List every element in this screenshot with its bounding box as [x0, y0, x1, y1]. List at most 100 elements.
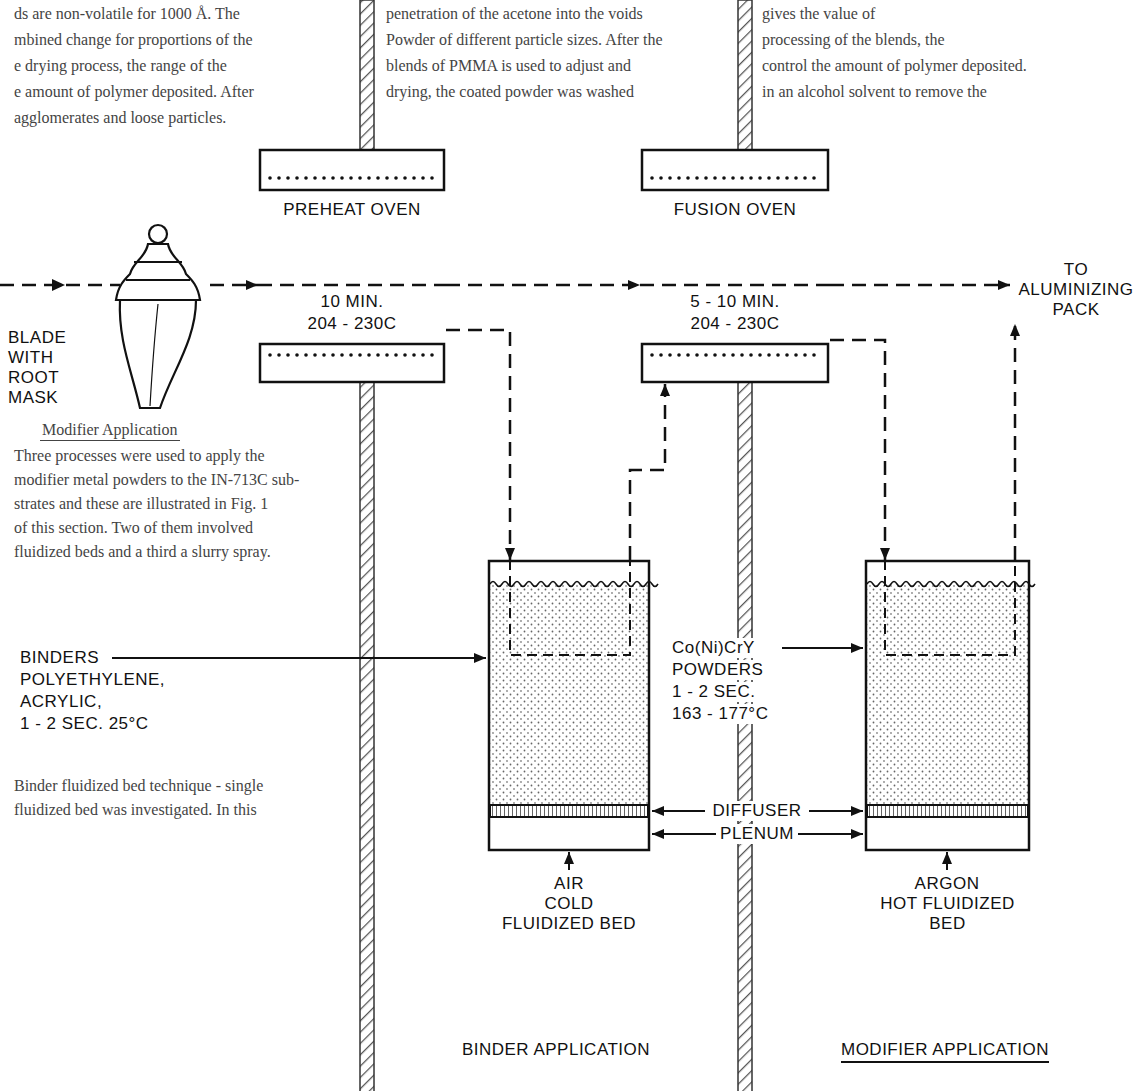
- destination-label: TO ALUMINIZING PACK: [1010, 258, 1142, 324]
- callout-label: ARGON: [915, 874, 980, 894]
- oven-outline: [640, 148, 830, 384]
- body-text: processing of the blends, the: [760, 30, 947, 50]
- label-holder: BINDER APPLICATION: [462, 1040, 650, 1060]
- label-holder: ACRYLIC,: [20, 692, 102, 712]
- label-holder: fluidized beds and a third a slurry spra…: [12, 542, 273, 562]
- callout-label: AIR: [554, 874, 584, 894]
- label-holder: POWDERS: [670, 660, 765, 680]
- body-text: fluidized bed was investigated. In this: [12, 800, 259, 820]
- body-text: mbined change for proportions of the: [12, 30, 255, 50]
- label-holder: PLENUM: [718, 824, 796, 844]
- node-label: BLADE WITH ROOT MASK: [8, 328, 66, 408]
- flow-arrowhead: [52, 279, 65, 291]
- body-text: e drying process, the range of the: [12, 56, 229, 76]
- label-holder: ds are non-volatile for 1000 Å. The: [12, 4, 242, 24]
- body-text: penetration of the acetone into the void…: [384, 4, 645, 24]
- body-text: agglomerates and loose particles.: [12, 108, 228, 128]
- label-holder: blends of PMMA is used to adjust and: [384, 56, 633, 76]
- callout-label: DIFFUSER: [711, 801, 804, 821]
- body-text: control the amount of polymer deposited.: [760, 56, 1029, 76]
- text-holder: 204 - 230C: [258, 314, 446, 334]
- callout-label: PLENUM: [718, 824, 796, 844]
- process-connector: [830, 284, 1010, 287]
- body-text: Three processes were used to apply the: [12, 446, 267, 466]
- callout-label: POWDERS: [670, 660, 765, 680]
- callout-label: BINDERS: [20, 648, 99, 668]
- text-holder: COLD FLUIDIZED BED: [496, 894, 642, 934]
- label-holder: processing of the blends, the: [760, 30, 947, 50]
- node-label: 204 - 230C: [690, 314, 779, 334]
- label-holder: control the amount of polymer deposited.: [760, 56, 1029, 76]
- label-holder: agglomerates and loose particles.: [12, 108, 228, 128]
- label-holder: MODIFIER APPLICATION: [841, 1040, 1049, 1063]
- node-label: PREHEAT OVEN: [283, 200, 421, 220]
- label-holder: Modifier Application: [40, 420, 180, 441]
- text-holder: HOT FLUIDIZED BED: [873, 894, 1022, 934]
- callout-label: BINDER APPLICATION: [462, 1040, 650, 1060]
- node-label: HOT FLUIDIZED BED: [880, 894, 1016, 934]
- process-connector: [830, 340, 885, 560]
- text-holder: 10 MIN.: [258, 292, 446, 312]
- label-holder: drying, the coated powder was washed: [384, 82, 636, 102]
- label-holder: 163 - 177°C: [670, 704, 770, 724]
- label-holder: penetration of the acetone into the void…: [384, 4, 645, 24]
- callout-label: MODIFIER APPLICATION: [841, 1040, 1049, 1063]
- text-holder: 5 - 10 MIN.: [640, 292, 830, 312]
- body-text: Modifier Application: [40, 420, 180, 441]
- body-text: ds are non-volatile for 1000 Å. The: [12, 4, 242, 24]
- node-label: 10 MIN.: [320, 292, 383, 312]
- oven-box: PREHEAT OVEN 10 MIN.204 - 230C: [258, 148, 446, 384]
- label-holder: mbined change for proportions of the: [12, 30, 255, 50]
- node-label: TO ALUMINIZING PACK: [1018, 260, 1133, 320]
- label-holder: in an alcohol solvent to remove the: [760, 82, 989, 102]
- label-holder: BINDERS: [20, 648, 99, 668]
- label-holder: gives the value of: [760, 4, 877, 24]
- body-text: in an alcohol solvent to remove the: [760, 82, 989, 102]
- label-holder: e amount of polymer deposited. After: [12, 82, 256, 102]
- label-holder: Three processes were used to apply the: [12, 446, 267, 466]
- process-connector: [630, 384, 665, 560]
- body-text: strates and these are illustrated in Fig…: [12, 494, 270, 514]
- body-text: Binder fluidized bed technique - single: [12, 776, 265, 796]
- node-label: 5 - 10 MIN.: [690, 292, 780, 312]
- text-holder: 204 - 230C: [640, 314, 830, 334]
- label-holder: ARGON: [915, 874, 980, 894]
- label-holder: 1 - 2 SEC.: [670, 682, 757, 702]
- callout-label: POLYETHYLENE,: [20, 670, 165, 690]
- label-holder: strates and these are illustrated in Fig…: [12, 494, 270, 514]
- node-label: 204 - 230C: [307, 314, 396, 334]
- body-text: gives the value of: [760, 4, 877, 24]
- label-holder: Co(Ni)CrY: [670, 638, 757, 658]
- body-text: of this section. Two of them involved: [12, 518, 255, 538]
- label-holder: 1 - 2 SEC. 25°C: [20, 714, 149, 734]
- process-connector: [1014, 324, 1017, 560]
- process-connector: [446, 284, 640, 287]
- callout-label: ACRYLIC,: [20, 692, 102, 712]
- label-holder: POLYETHYLENE,: [20, 670, 165, 690]
- text-holder: FUSION OVEN: [640, 200, 830, 220]
- body-text: drying, the coated powder was washed: [384, 82, 636, 102]
- label-holder: Binder fluidized bed technique - single: [12, 776, 265, 796]
- callout-label: 1 - 2 SEC. 25°C: [20, 714, 149, 734]
- callout-label: 163 - 177°C: [670, 704, 770, 724]
- label-holder: DIFFUSER: [711, 801, 804, 821]
- label-holder: AIR: [554, 874, 584, 894]
- body-text: e amount of polymer deposited. After: [12, 82, 256, 102]
- label-holder: e drying process, the range of the: [12, 56, 229, 76]
- process-connector: [446, 330, 510, 560]
- turbine-blade: BLADE WITH ROOT MASK: [8, 222, 210, 410]
- text-holder: BLADE WITH ROOT MASK: [8, 328, 112, 408]
- oven-outline: [258, 148, 446, 384]
- node-label: FUSION OVEN: [674, 200, 797, 220]
- body-text: modifier metal powders to the IN-713C su…: [12, 470, 301, 490]
- callout-label: 1 - 2 SEC.: [670, 682, 757, 702]
- node-label: COLD FLUIDIZED BED: [501, 894, 637, 934]
- body-text: Powder of different particle sizes. Afte…: [384, 30, 665, 50]
- text-holder: TO ALUMINIZING PACK: [1010, 260, 1142, 320]
- process-connector: [210, 284, 258, 287]
- callout-label: Co(Ni)CrY: [670, 638, 757, 658]
- oven-box: FUSION OVEN 5 - 10 MIN.204 - 230C: [640, 148, 830, 384]
- label-holder: Powder of different particle sizes. Afte…: [384, 30, 665, 50]
- label-holder: of this section. Two of them involved: [12, 518, 255, 538]
